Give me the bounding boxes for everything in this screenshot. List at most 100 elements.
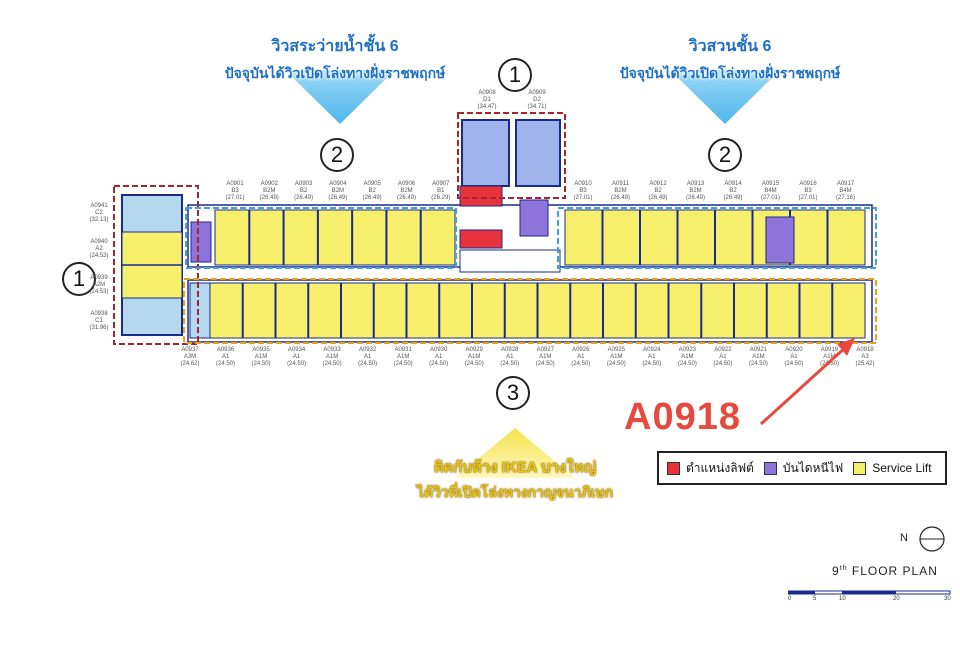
- unit-type: B2M: [263, 188, 276, 194]
- unit-type: A1: [363, 354, 372, 360]
- scale-tick-20: 20: [893, 596, 900, 602]
- unit-id: A0902: [260, 181, 278, 187]
- unit-size: (26.49): [610, 195, 630, 201]
- legend-item-lift: ตำแหน่งลิฟต์: [667, 459, 754, 478]
- unit-type: B3: [579, 188, 587, 194]
- unit-id: A0941: [90, 203, 108, 209]
- unit-size: (27.01): [573, 195, 593, 201]
- unit-id: A0930: [429, 347, 448, 353]
- unit-type: B2M: [689, 188, 702, 194]
- unit-id: A0913: [686, 181, 705, 187]
- zone-2-right-box: [557, 207, 877, 269]
- bottom-view-caption-line1: ติดกับห้าง IKEA บางใหญ่: [433, 459, 597, 476]
- unit-size: (24.50): [748, 361, 768, 367]
- legend-label-service-lift: Service Lift: [872, 461, 932, 475]
- unit-id: A0938: [90, 311, 108, 317]
- legend-swatch-lift: [667, 461, 680, 475]
- unit-id: A0914: [724, 181, 742, 187]
- unit-type: A1M: [681, 354, 694, 360]
- unit-type: A1M: [254, 354, 268, 360]
- unit-type: B2: [729, 188, 737, 194]
- unit-type: A1M: [610, 354, 623, 360]
- unit-id: A0912: [649, 181, 667, 187]
- unit-size: (24.50): [500, 361, 520, 367]
- zone-marker-top-center: 1: [498, 58, 532, 92]
- highlighted-unit-callout: A0918: [624, 396, 741, 438]
- unit-type: C2: [95, 210, 103, 216]
- unit-size: (32.13): [89, 217, 109, 223]
- unit-size: (34.47): [477, 104, 497, 110]
- left-view-caption-line1: วิวสระว่ายน้ำชั้น 6: [271, 38, 399, 55]
- unit-size: (24.62): [180, 361, 200, 367]
- unit-size: (24.50): [322, 361, 342, 367]
- unit-size: (24.50): [606, 361, 626, 367]
- legend: ตำแหน่งลิฟต์ บันไดหนีไฟ Service Lift: [657, 451, 947, 485]
- unit-size: (24.50): [713, 361, 733, 367]
- unit-id: A0926: [572, 347, 590, 353]
- unit-id: A0904: [329, 181, 347, 187]
- bottom-view-caption-line2: ได้วิวที่เปิดโล่งทางกาญจนาภิเษก: [416, 484, 614, 500]
- unit-type: D1: [483, 97, 491, 103]
- highlight-arrow: [759, 338, 855, 426]
- unit-id: A0916: [799, 181, 817, 187]
- unit-size: (26.49): [723, 195, 743, 201]
- fire-stair-center: [519, 199, 549, 237]
- unit-size: (24.50): [358, 361, 378, 367]
- unit-type: B2: [654, 188, 662, 194]
- unit-size: (26.49): [294, 195, 314, 201]
- unit-size: (26.49): [685, 195, 705, 201]
- zone-1-left-box: [113, 185, 199, 345]
- legend-label-fire-stair: บันไดหนีไฟ: [782, 460, 844, 475]
- unit-size: (24.50): [429, 361, 449, 367]
- unit-type: A1: [506, 354, 514, 360]
- unit-id: A0918: [856, 347, 874, 353]
- north-letter: N: [900, 532, 909, 544]
- unit-size: (27.16): [835, 195, 855, 201]
- unit-id: A0924: [643, 347, 661, 353]
- unit-id: A0939: [90, 275, 108, 281]
- unit-id: A0908: [478, 90, 496, 96]
- unit-id: A0901: [226, 181, 244, 187]
- unit-id: A0910: [574, 181, 592, 187]
- scale-bar-graphic: [787, 590, 951, 595]
- zone-marker-top-right: 2: [708, 138, 742, 172]
- right-view-caption-line1: วิวสวนชั้น 6: [688, 38, 772, 55]
- unit-type: A1: [435, 354, 443, 360]
- unit-size: (27.01): [798, 195, 818, 201]
- unit-type: D2: [533, 97, 541, 103]
- unit-size: (25.42): [855, 361, 875, 367]
- unit-size: (24.50): [784, 361, 804, 367]
- unit-type: B2: [368, 188, 376, 194]
- unit-type: A2M: [92, 282, 106, 288]
- compass-icon: [919, 526, 945, 552]
- legend-item-service-lift: Service Lift: [853, 461, 932, 475]
- unit-id: A0929: [465, 347, 483, 353]
- lift-lower: [459, 229, 503, 249]
- north-compass: N: [898, 524, 948, 554]
- unit-size: (27.01): [225, 195, 245, 201]
- unit-id: A0903: [294, 181, 313, 187]
- legend-swatch-fire-stair: [763, 461, 777, 475]
- unit-size: (27.01): [760, 195, 780, 201]
